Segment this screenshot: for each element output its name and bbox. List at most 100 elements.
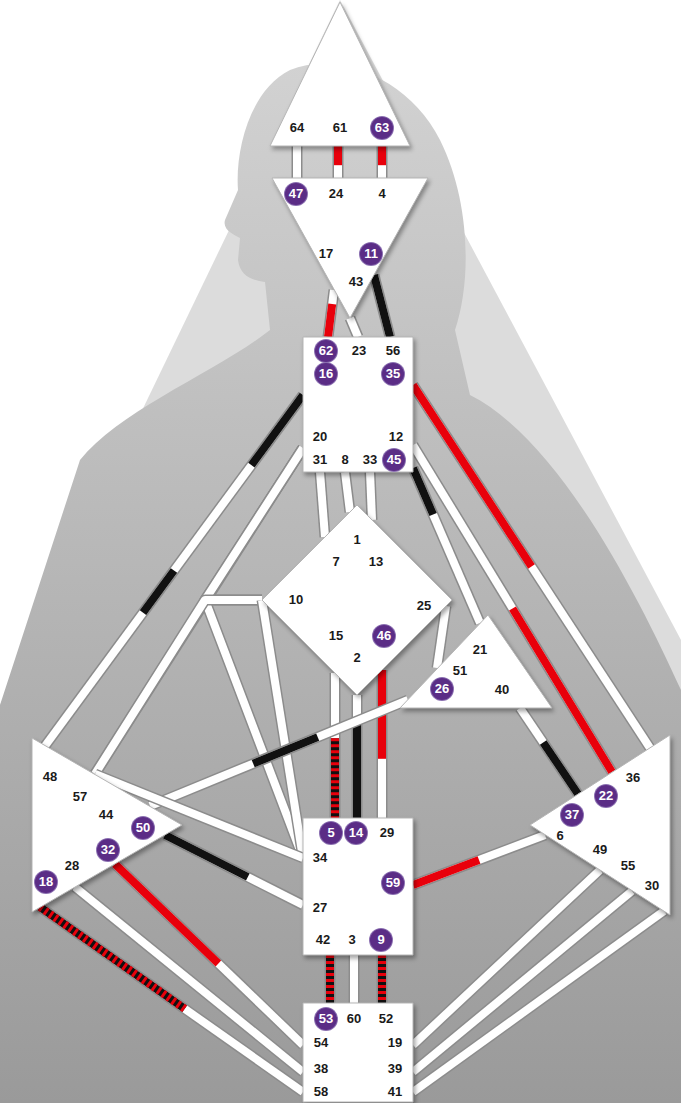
activated-gate: 11 [360, 243, 382, 265]
channel [350, 318, 358, 337]
design-part [115, 864, 218, 964]
energy-center: 48574450322818 [32, 738, 182, 912]
channel-body [345, 472, 350, 512]
channel [354, 955, 355, 1003]
person-figure [0, 64, 681, 1103]
channel [382, 670, 383, 818]
activated-gate: 26 [431, 678, 453, 700]
activated-gate: 9 [370, 929, 392, 951]
channel-border [377, 146, 388, 178]
energy-center: 514293427594239 [303, 818, 413, 955]
gate-number: 24 [329, 187, 343, 201]
activated-gate: 18 [35, 871, 57, 893]
personality-part [326, 955, 334, 1003]
center-shape [303, 818, 413, 955]
gate-number: 42 [316, 933, 330, 947]
activated-gate: 50 [132, 817, 154, 839]
channel-body [370, 472, 372, 520]
channel-border [150, 700, 408, 806]
personality-part [165, 835, 248, 877]
channel [338, 146, 339, 178]
gate-number: 33 [363, 453, 377, 467]
channel-border [377, 955, 388, 1003]
gate-number: 21 [473, 643, 487, 657]
channel [297, 146, 298, 178]
gate-number: 28 [65, 859, 79, 873]
channel-body [95, 600, 262, 774]
gate-number: 15 [329, 629, 343, 643]
activated-gate: 45 [383, 449, 405, 471]
channel-body [326, 955, 334, 1003]
channel-border [374, 275, 390, 337]
channel-body [75, 887, 303, 1072]
gate-number: 60 [347, 1012, 361, 1026]
gate-number: 52 [379, 1012, 393, 1026]
channel-border [350, 318, 358, 337]
personality-part [374, 275, 390, 337]
channel-border [437, 606, 446, 668]
center-shape [270, 2, 410, 146]
activated-gate: 47 [285, 183, 307, 205]
energy-center: 21512640 [400, 615, 552, 708]
activated-gate: 46 [373, 625, 395, 647]
design-part [378, 146, 386, 165]
channel-body [413, 891, 632, 1072]
channel-body [165, 835, 303, 905]
channel-body [350, 318, 358, 337]
channel-body [413, 911, 664, 1092]
center-shape [303, 337, 413, 472]
gate-number: 13 [369, 555, 383, 569]
design-part [40, 907, 185, 1009]
channel-body [293, 146, 301, 178]
channel-border [165, 835, 303, 905]
channel [95, 600, 262, 774]
gate-number: 61 [333, 121, 347, 135]
channel [413, 911, 664, 1092]
channel-body [378, 955, 386, 1003]
gate-number: 49 [593, 843, 607, 857]
channel-border [320, 472, 325, 537]
gate-number: 1 [353, 533, 360, 547]
design-part [334, 146, 342, 165]
channel-border [349, 955, 360, 1003]
gate-number: 29 [380, 826, 394, 840]
gate-number: 56 [386, 344, 400, 358]
activated-gate: 14 [345, 822, 367, 844]
energy-center: 1713102515462 [262, 505, 452, 695]
gate-number: 2 [353, 651, 360, 665]
channel-body [334, 146, 342, 178]
channel-border [413, 835, 545, 885]
activated-gate: 63 [371, 117, 393, 139]
channel-body [413, 835, 545, 885]
activated-gate: 53 [315, 1008, 337, 1030]
energy-center: 3622376495530 [530, 735, 670, 915]
channel-border [345, 472, 350, 512]
design-part [378, 955, 386, 1003]
channel [150, 700, 408, 806]
gate-number: 58 [314, 1085, 328, 1099]
center-shape [32, 738, 182, 912]
channel-body [328, 290, 334, 337]
channel [165, 835, 303, 905]
channel-border [330, 673, 341, 818]
gate-number: 10 [289, 593, 303, 607]
personality-part [378, 955, 386, 1003]
channel [330, 955, 331, 1003]
activated-gate: 37 [561, 804, 583, 826]
channel [520, 708, 578, 794]
channel [413, 835, 545, 885]
channel-border [325, 955, 336, 1003]
channel [370, 472, 372, 520]
activated-gate: 22 [595, 785, 617, 807]
energy-center: 47244171143 [272, 178, 428, 318]
channel-body [374, 275, 390, 337]
channel-body [520, 708, 578, 794]
gate-number: 44 [99, 808, 113, 822]
center-shape [262, 505, 452, 695]
channel [45, 395, 303, 746]
activated-gate: 5 [320, 822, 342, 844]
channel [262, 600, 303, 858]
design-part [328, 304, 332, 337]
channel-border [328, 290, 334, 337]
channel-border [45, 395, 303, 746]
